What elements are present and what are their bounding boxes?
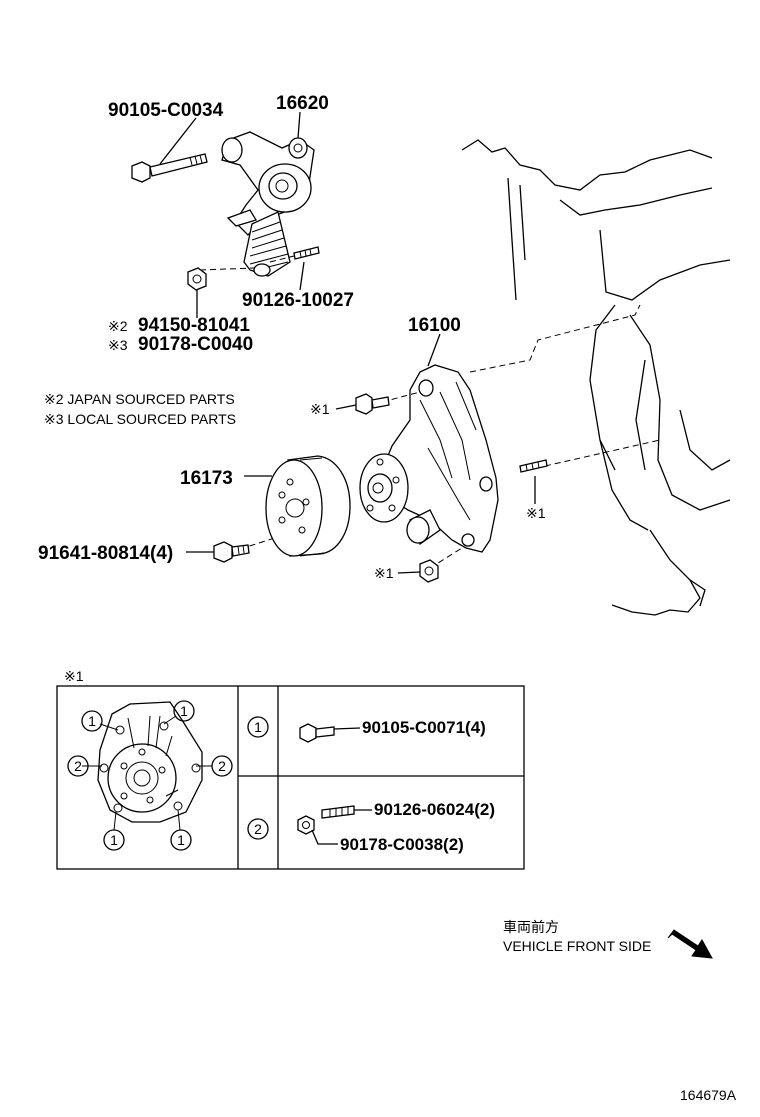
ref-mark-3: ※3 [108, 337, 128, 353]
pulley-illustration [265, 455, 351, 557]
tensioner-stud-illustration [293, 246, 320, 260]
ref-mark-2: ※2 [108, 318, 128, 334]
svg-text:1: 1 [110, 832, 118, 848]
inset-callouts: 1 1 2 2 1 1 [67, 700, 233, 851]
front-side-label-en: VEHICLE FRONT SIDE [503, 938, 651, 954]
row1-marker [247, 716, 269, 738]
part-number-90126-06024[interactable]: 90126-06024(2) [374, 800, 495, 819]
ref-mark-1-stud: ※1 [526, 505, 546, 521]
part-number-90105-C0071[interactable]: 90105-C0071(4) [362, 718, 486, 737]
pump-nut-illustration [419, 559, 439, 583]
svg-text:1: 1 [88, 713, 96, 729]
part-number-16620[interactable]: 16620 [276, 93, 329, 114]
pump-stud-illustration [519, 459, 548, 473]
figure-id: 164679A [680, 1087, 737, 1103]
ref-mark-1-nut: ※1 [374, 565, 394, 581]
part-number-90126-10027[interactable]: 90126-10027 [242, 290, 354, 311]
water-pump-illustration [359, 364, 499, 553]
svg-text:2: 2 [74, 758, 82, 774]
leader-90105-C0034 [159, 117, 197, 165]
pump-bolt-illustration [355, 393, 390, 415]
part-number-91641-80814[interactable]: 91641-80814(4) [38, 543, 173, 564]
svg-text:2: 2 [254, 821, 262, 837]
inset-table [56, 685, 525, 870]
row2-marker [247, 818, 269, 840]
svg-text:1: 1 [180, 703, 188, 719]
front-side-label-jp: 車両前方 [503, 919, 559, 935]
note-japan-sourced: ※2 JAPAN SOURCED PARTS [44, 391, 235, 407]
svg-text:1: 1 [254, 719, 262, 735]
note-local-sourced: ※3 LOCAL SOURCED PARTS [44, 411, 236, 427]
inset-stud-illustration [321, 805, 355, 819]
tensioner-bolt-illustration [131, 153, 208, 183]
inset-bolt-illustration [299, 723, 335, 743]
svg-text:2: 2 [218, 758, 226, 774]
engine-block-outline [461, 139, 731, 616]
part-number-94150-81041[interactable]: 94150-81041 [138, 315, 250, 336]
inset-ref-mark: ※1 [64, 668, 84, 684]
part-number-90178-C0040[interactable]: 90178-C0040 [138, 334, 253, 355]
part-number-16173[interactable]: 16173 [180, 468, 233, 489]
tensioner-nut-illustration [187, 267, 207, 291]
inset-pump-face [82, 701, 212, 831]
leader-16620 [297, 111, 301, 139]
pulley-bolt-illustration [213, 541, 250, 563]
ref-mark-1-bolt: ※1 [310, 401, 330, 417]
leader-16100 [427, 333, 441, 367]
part-number-90105-C0034[interactable]: 90105-C0034 [108, 100, 224, 121]
belt-tensioner-illustration [221, 131, 315, 277]
front-direction-arrow-icon [667, 929, 713, 959]
inset-nut-illustration [297, 815, 315, 835]
part-number-16100[interactable]: 16100 [408, 315, 461, 336]
svg-text:1: 1 [177, 832, 185, 848]
leader-90126-10027 [299, 261, 305, 291]
part-number-90178-C0038[interactable]: 90178-C0038(2) [340, 835, 464, 854]
